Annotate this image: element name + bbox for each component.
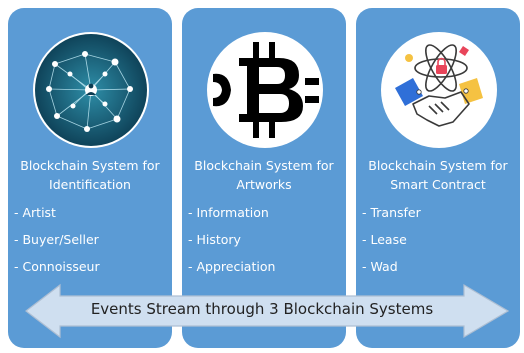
list-item-information: - Information [188,205,269,220]
network-globe-icon [35,34,147,146]
handshake-atom-icon [383,34,495,146]
panel-title-line2: Artworks [236,177,292,192]
arrow-label: Events Stream through 3 Blockchain Syste… [90,300,434,318]
list-item-history: - History [188,232,241,247]
list-item-artist: - Artist [14,205,56,220]
panel-title-line1: Blockchain System for [20,158,160,173]
panel-title: Blockchain System for Artworks [186,156,342,194]
list-item-wad: - Wad [362,259,398,274]
panel-title-line2: Smart Contract [390,177,486,192]
panel-artworks: Blockchain System for Artworks - Informa… [182,8,346,348]
panel-smart-contract: Blockchain System for Smart Contract - T… [356,8,520,348]
list-item-transfer: - Transfer [362,205,421,220]
bitcoin-icon [209,34,321,146]
list-item-lease: - Lease [362,232,407,247]
panel-title-line1: Blockchain System for [368,158,508,173]
panel-title: Blockchain System for Identification [12,156,168,194]
panel-title: Blockchain System for Smart Contract [360,156,516,194]
list-item-appreciation: - Appreciation [188,259,276,274]
list-item-buyer-seller: - Buyer/Seller [14,232,99,247]
panel-title-line1: Blockchain System for [194,158,334,173]
panel-title-line2: Identification [49,177,131,192]
panel-identification: Blockchain System for Identification - A… [8,8,172,348]
list-item-connoisseur: - Connoisseur [14,259,100,274]
